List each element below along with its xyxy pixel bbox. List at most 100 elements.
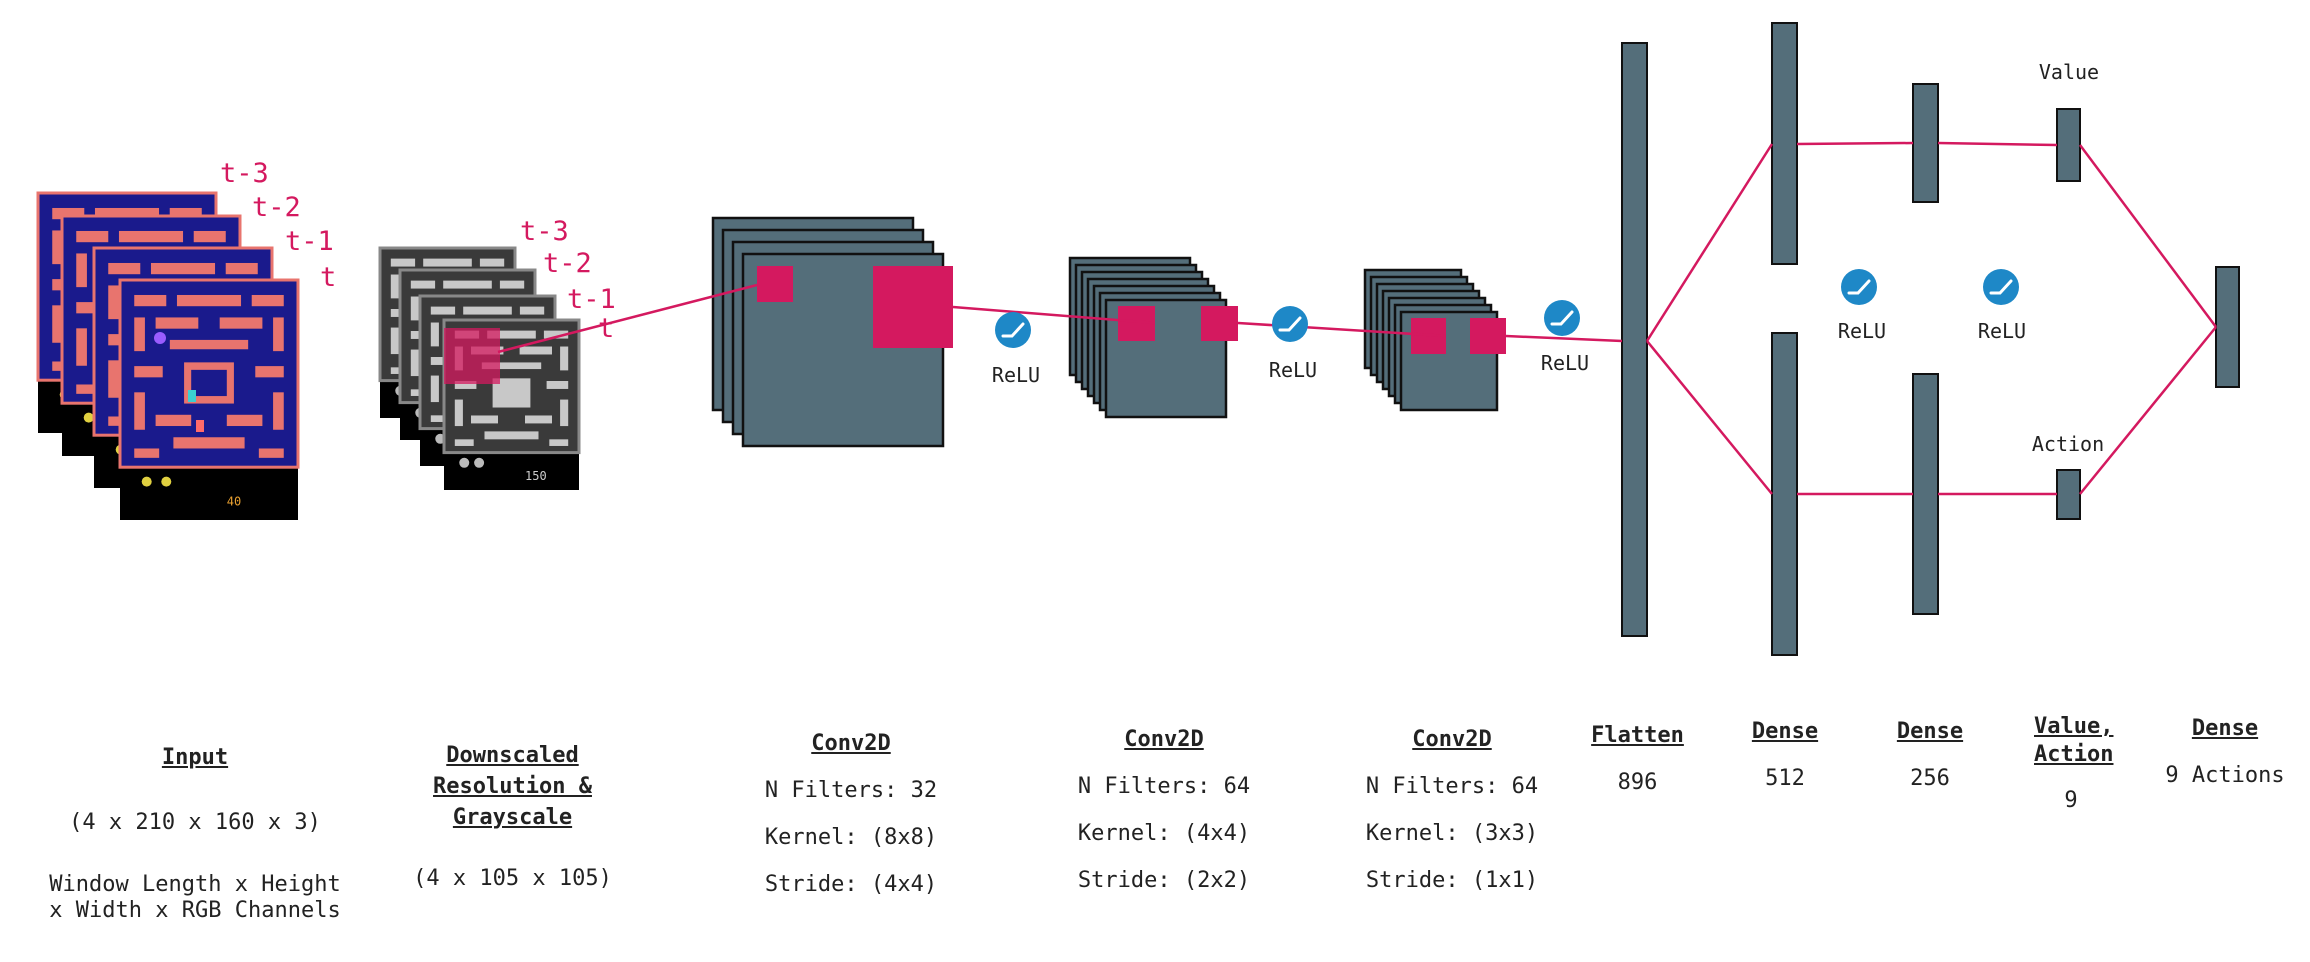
- flatten-title: Flatten: [1591, 723, 1684, 748]
- input-frames-stack: 40t-3t-2t-1t: [36, 158, 336, 520]
- input-time-label: t-2: [252, 192, 301, 223]
- maze-wall: [155, 317, 199, 329]
- relu-activation: ReLU: [992, 312, 1040, 387]
- input-time-label: t: [320, 262, 336, 293]
- conv3-kernel-window: [1470, 318, 1506, 354]
- relu-glyph: [1847, 279, 1871, 295]
- maze-wall: [454, 439, 474, 446]
- input-description: Window Length x Height x Width x RGB Cha…: [49, 872, 341, 923]
- dense512-value: 512: [1765, 766, 1805, 791]
- conv1-stack: [711, 216, 953, 448]
- maze-wall: [390, 327, 399, 355]
- connection-line: [497, 283, 758, 354]
- maze-wall: [76, 230, 109, 243]
- dense512-action-branch: [1771, 332, 1798, 656]
- maze-wall: [134, 392, 145, 430]
- life-icon: [161, 476, 172, 487]
- input-column-label: Input (4 x 210 x 160 x 3) Window Length …: [25, 742, 365, 924]
- maze-wall: [430, 356, 453, 365]
- input-shape: (4 x 210 x 160 x 3): [69, 810, 321, 835]
- maze-wall: [410, 280, 436, 289]
- relu-icon: [1841, 269, 1877, 305]
- maze-wall: [225, 262, 258, 275]
- maze-wall: [52, 207, 85, 220]
- conv2-stack: [1068, 256, 1238, 419]
- maze-wall: [479, 258, 505, 267]
- relu-glyph: [1989, 279, 2013, 295]
- life-icon: [474, 457, 485, 468]
- dense-out-value: 9 Actions: [2165, 763, 2285, 788]
- maze-wall: [390, 258, 416, 267]
- maze-wall: [134, 294, 167, 307]
- conv2-column-label: Conv2D N Filters: 64 Kernel: (4x4) Strid…: [1044, 724, 1284, 896]
- maze-wall: [410, 296, 419, 321]
- conv2-stride: Stride: (2x2): [1077, 868, 1251, 893]
- maze-wall: [519, 346, 552, 355]
- downscaled-shape: (4 x 105 x 105): [413, 866, 612, 891]
- relu-label: ReLU: [1978, 319, 2026, 343]
- maze-wall: [499, 280, 525, 289]
- maze-wall: [176, 294, 242, 307]
- maze-wall: [484, 431, 539, 440]
- connection-line: [1646, 340, 1773, 495]
- grayscale-time-label: t-1: [567, 284, 616, 315]
- maze-wall: [430, 375, 439, 403]
- maze-wall: [108, 360, 119, 398]
- maze-wall: [219, 317, 263, 329]
- connection-line: [1937, 141, 2058, 147]
- connection-line: [1796, 141, 1914, 146]
- maze-wall: [52, 305, 63, 343]
- maze-wall: [519, 306, 545, 315]
- dense512-value-branch: [1771, 22, 1798, 265]
- maze-wall: [410, 349, 419, 377]
- frame-score: 40: [227, 495, 241, 509]
- relu-glyph: [1001, 322, 1025, 338]
- value-action-value: 9: [2064, 788, 2078, 813]
- conv1-receptive-field: [757, 266, 793, 302]
- relu-activation: ReLU: [1978, 269, 2026, 343]
- maze-wall: [471, 415, 498, 424]
- value-branch-label: Value: [2039, 60, 2099, 84]
- life-icon: [459, 457, 470, 468]
- dense-out-column-label: Dense 9 Actions: [2150, 713, 2300, 791]
- maze-wall: [546, 380, 569, 389]
- maze-wall: [423, 258, 472, 267]
- relu-label: ReLU: [1269, 358, 1317, 382]
- conv1-column-label: Conv2D N Filters: 32 Kernel: (8x8) Strid…: [731, 728, 971, 900]
- conv1-kernel: Kernel: (8x8): [764, 825, 938, 850]
- value-layer: [2056, 108, 2081, 182]
- maze-wall: [155, 414, 192, 427]
- connection-line: [1505, 334, 1623, 343]
- maze-wall: [549, 439, 569, 446]
- relu-activation: ReLU: [1838, 269, 1886, 343]
- maze-wall: [481, 362, 542, 370]
- value-action-column-label: Value, Action 9: [2016, 713, 2126, 815]
- maze-wall: [76, 302, 105, 314]
- dense256-value-branch: [1912, 83, 1939, 203]
- conv1-filters: N Filters: 32: [764, 778, 938, 803]
- relu-icon: [1272, 306, 1308, 342]
- conv1-stride: Stride: (4x4): [764, 872, 938, 897]
- maze-wall: [430, 415, 450, 422]
- maze-wall: [52, 230, 63, 265]
- maze-wall: [560, 399, 569, 427]
- relu-icon: [1983, 269, 2019, 305]
- maze-wall: [169, 207, 202, 220]
- maze-wall: [76, 384, 102, 394]
- conv3-column-label: Conv2D N Filters: 64 Kernel: (3x3) Strid…: [1332, 724, 1572, 896]
- conv3-kernel: Kernel: (3x3): [1365, 821, 1539, 846]
- conv3-stride: Stride: (1x1): [1365, 868, 1539, 893]
- maze-wall: [525, 415, 552, 424]
- maze-wall: [390, 274, 399, 299]
- action-branch-label: Action: [2032, 432, 2104, 456]
- conv-blocks: [711, 216, 1506, 448]
- conv3-filters: N Filters: 64: [1365, 774, 1539, 799]
- input-title: Input: [161, 745, 229, 770]
- maze-wall: [150, 262, 216, 275]
- dense512-title: Dense: [1751, 719, 1819, 744]
- maze-wall: [169, 339, 249, 350]
- flatten-value: 896: [1617, 770, 1658, 795]
- dense256-column-label: Dense 256: [1875, 716, 1985, 794]
- connection-line: [2078, 144, 2218, 328]
